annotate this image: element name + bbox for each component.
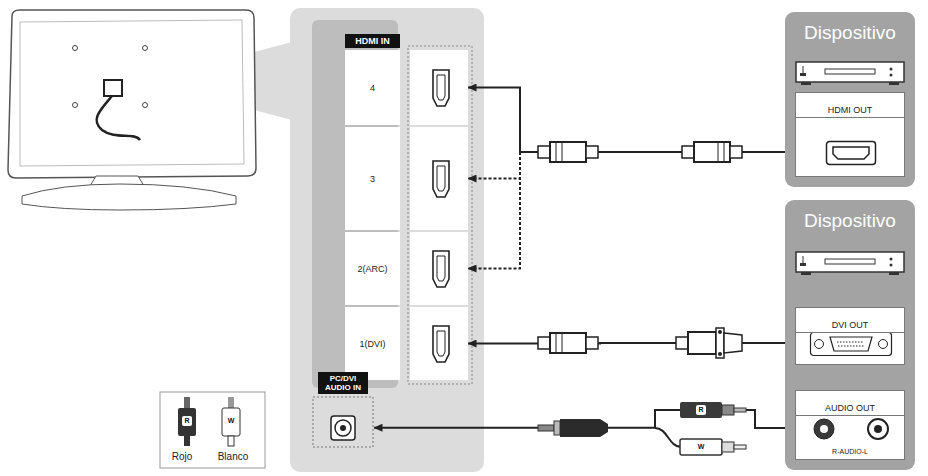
plug-letter: W xyxy=(226,416,236,426)
tv-cable xyxy=(97,96,140,140)
legend-plug-cable xyxy=(228,436,234,446)
port-number: 2(ARC) xyxy=(345,264,400,274)
hdmi-plug xyxy=(682,142,742,162)
screw-hole xyxy=(73,46,78,51)
output-panel: DVI OUT xyxy=(795,307,905,365)
stand-base xyxy=(22,184,236,210)
channel-label: R-AUDIO-L xyxy=(796,437,904,459)
rca-plug-white xyxy=(680,439,746,455)
connector-icon xyxy=(431,68,451,108)
rca-plug-red xyxy=(680,402,746,418)
output-panel: HDMI OUT xyxy=(795,92,905,177)
dvi-plug xyxy=(676,328,742,358)
connector-icon xyxy=(431,159,451,199)
stereo-mini-plug xyxy=(538,419,608,437)
connector-icon xyxy=(312,396,374,448)
hdmi-plug xyxy=(538,142,598,162)
port-number: 1(DVI) xyxy=(345,339,400,349)
tv-back xyxy=(8,10,256,178)
port-group-title: HDMI IN xyxy=(345,34,400,48)
audio-input: PC/DVI AUDIO IN xyxy=(312,370,374,448)
tv-jack-panel xyxy=(104,80,122,96)
plug-letter: W xyxy=(696,442,706,452)
connector-icon xyxy=(795,60,905,88)
legend-plug-tip xyxy=(184,397,190,408)
connector-icon xyxy=(796,417,906,441)
device-title: Dispositivo xyxy=(785,200,915,232)
legend-plug-cable xyxy=(184,436,190,446)
output-label: HDMI OUT xyxy=(796,93,904,118)
device-box: DispositivoHDMI OUT xyxy=(785,12,915,187)
port-label: PC/DVI AUDIO IN xyxy=(318,372,368,394)
output-label: AUDIO OUT xyxy=(796,391,904,416)
port-number: 3 xyxy=(345,174,400,184)
connector-icon xyxy=(431,324,451,364)
screw-hole xyxy=(143,103,148,108)
port-number: 4 xyxy=(345,83,400,93)
cable-connector xyxy=(468,152,795,179)
screw-hole xyxy=(73,103,78,108)
panel xyxy=(290,8,484,472)
legend-plug-tip xyxy=(228,397,234,408)
hdmi-port-cell: 3 xyxy=(345,127,468,230)
plug-letter: R xyxy=(696,405,706,415)
cable-connector xyxy=(468,342,795,345)
tv-rim xyxy=(20,20,244,166)
legend-red-plug xyxy=(178,408,196,436)
legend-box xyxy=(160,392,265,468)
cable-connector xyxy=(468,88,795,153)
hdmi-port-cell: 1(DVI) xyxy=(345,307,468,380)
port-group-label: HDMI IN xyxy=(345,34,400,48)
output-label: DVI OUT xyxy=(796,308,904,333)
hdmi-port-cell: 2(ARC) xyxy=(345,232,468,305)
legend-text: Blanco xyxy=(204,451,262,463)
hdmi-plug xyxy=(538,333,598,353)
cable-connector xyxy=(468,152,795,269)
connector-icon xyxy=(431,249,451,289)
hdmi-port-cell: 4 xyxy=(345,50,468,125)
legend-text: Rojo xyxy=(162,451,202,463)
legend-white-plug xyxy=(222,408,240,436)
y-cable xyxy=(655,428,682,447)
screw-hole xyxy=(143,46,148,51)
output-panel: AUDIO OUT R-AUDIO-L xyxy=(795,390,905,460)
connector-icon xyxy=(810,332,892,356)
device-box: DispositivoDVI OUT AUDIO OUT R-AUDIO-L xyxy=(785,200,915,470)
connector-icon xyxy=(795,250,905,278)
connector-icon xyxy=(826,141,876,165)
device-title: Dispositivo xyxy=(785,12,915,44)
plug-letter: R xyxy=(182,416,192,426)
